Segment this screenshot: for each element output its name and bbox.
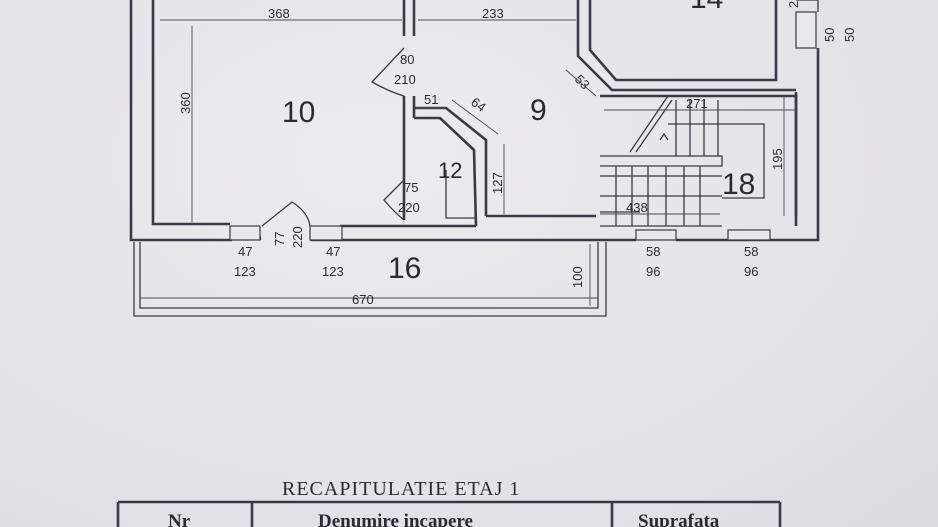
table-header-nr: Nr — [168, 511, 191, 527]
dim-58-left: 58 — [646, 244, 660, 259]
dim-100: 100 — [570, 266, 585, 288]
room-12-label: 12 — [438, 158, 462, 183]
dim-96-right: 96 — [744, 264, 758, 279]
dim-271: 271 — [686, 96, 708, 111]
dim-47-right: 47 — [326, 244, 340, 259]
dim-58-right: 58 — [744, 244, 758, 259]
dim-50-b: 50 — [842, 28, 857, 42]
dim-220-balcony-door: 220 — [290, 226, 305, 248]
dim-195: 195 — [770, 148, 785, 170]
dim-77: 77 — [272, 232, 287, 246]
dim-123-left: 123 — [234, 264, 256, 279]
wall-left — [129, 0, 232, 242]
room-18-label: 18 — [722, 168, 755, 201]
room-16-label: 16 — [388, 252, 421, 285]
dim-233: 233 — [482, 6, 504, 21]
walls — [129, 0, 820, 242]
dim-123-right: 123 — [322, 264, 344, 279]
dim-210: 210 — [394, 72, 416, 87]
table-header-suprafata: Suprafata — [638, 511, 720, 527]
dim-360: 360 — [178, 92, 193, 114]
dim-53: 53 — [572, 72, 593, 93]
dim-80: 80 — [400, 52, 414, 67]
dim-438: 438 — [626, 200, 648, 215]
windows — [229, 225, 771, 241]
room-9-label: 9 — [530, 94, 547, 127]
doors — [261, 47, 405, 227]
staircase — [600, 95, 765, 227]
balcony — [133, 242, 607, 317]
dim-670: 670 — [352, 292, 374, 307]
dim-96-left: 96 — [646, 264, 660, 279]
table-header-denumire: Denumire incapere — [318, 511, 473, 527]
dim-368: 368 — [268, 6, 290, 21]
room-10-label: 10 — [282, 96, 315, 129]
dim-51: 51 — [424, 92, 438, 107]
dim-2: 2 — [786, 1, 801, 8]
dim-75: 75 — [404, 180, 418, 195]
table-title: RECAPITULATIE ETAJ 1 — [282, 478, 520, 500]
room-14-label: 14 — [690, 0, 723, 15]
summary-table — [116, 500, 782, 527]
dim-64: 64 — [468, 94, 489, 115]
dim-127: 127 — [490, 172, 505, 194]
dim-50-a: 50 — [822, 28, 837, 42]
dim-47-left: 47 — [238, 244, 252, 259]
dimension-lines — [140, 19, 796, 306]
dim-220-door: 220 — [398, 200, 420, 215]
